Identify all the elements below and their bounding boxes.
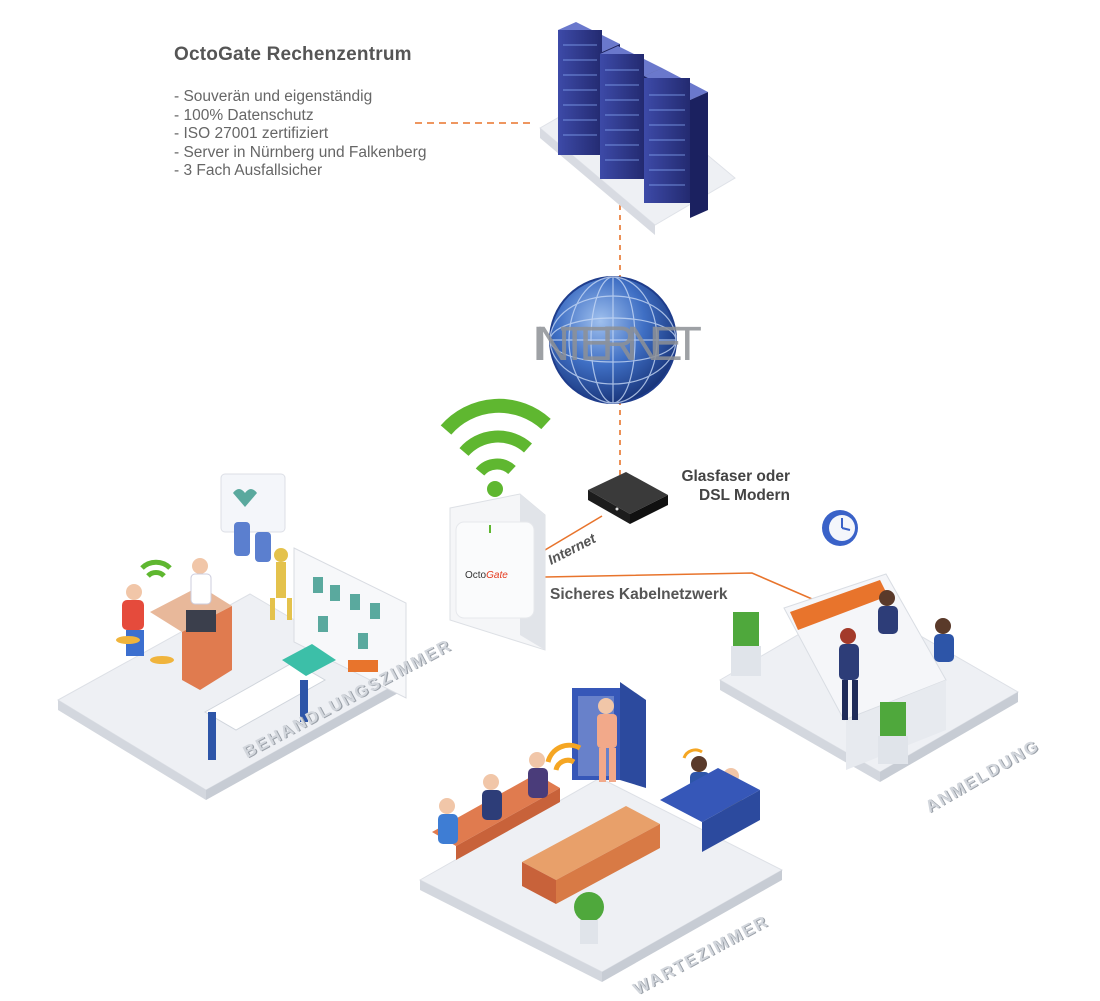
patient-figure <box>116 584 174 664</box>
modem-label: Glasfaser oder DSL Modern <box>640 467 790 505</box>
feature-item: - 100% Datenschutz <box>174 106 314 124</box>
doctor-figure <box>190 558 212 605</box>
wifi-icon <box>545 742 582 771</box>
waiting-room-illustration <box>418 682 784 982</box>
feature-item: - Server in Nürnberg und Falkenberg <box>174 143 427 161</box>
wifi-icon <box>140 559 172 578</box>
globe-icon: INTERNET <box>532 276 702 404</box>
reception-illustration <box>719 510 1019 782</box>
router-modem-cable <box>544 515 603 551</box>
exam-table <box>203 644 336 760</box>
internet-label: INTERNET <box>532 318 702 371</box>
cable-network-label: Sicheres Kabelnetzwerk <box>550 586 728 603</box>
wifi-icon <box>440 398 551 476</box>
coffee-table <box>522 806 660 904</box>
server-cabinet <box>644 68 708 218</box>
potted-plant <box>878 702 908 764</box>
server-rack-illustration <box>539 22 736 235</box>
wifi-dot <box>487 481 503 497</box>
modem-device <box>588 472 668 524</box>
feature-item: - ISO 27001 zertifiziert <box>174 125 329 142</box>
datacenter-feature-list: - Souverän und eigenständig - 100% Daten… <box>174 88 426 181</box>
potted-plant <box>731 612 761 676</box>
potted-plant <box>574 892 604 944</box>
visitor-figure <box>597 698 617 782</box>
sofa <box>660 768 760 852</box>
skeleton-model <box>270 548 292 620</box>
octogate-device <box>449 493 546 651</box>
wifi-icon <box>682 748 703 759</box>
clock-icon <box>822 510 858 546</box>
feature-item: - Souverän und eigenständig <box>174 88 373 105</box>
modem-label-line2: DSL Modern <box>699 487 790 504</box>
feature-item: - 3 Fach Ausfallsicher <box>174 162 323 179</box>
internet-connection-label: Internet <box>545 530 599 568</box>
datacenter-title: OctoGate Rechenzentrum <box>174 44 412 65</box>
receptionist-figures <box>839 590 954 720</box>
treatment-room-illustration <box>57 473 407 800</box>
modem-label-line1: Glasfaser oder <box>681 468 790 485</box>
octogate-logo: OctoGate <box>465 570 508 581</box>
